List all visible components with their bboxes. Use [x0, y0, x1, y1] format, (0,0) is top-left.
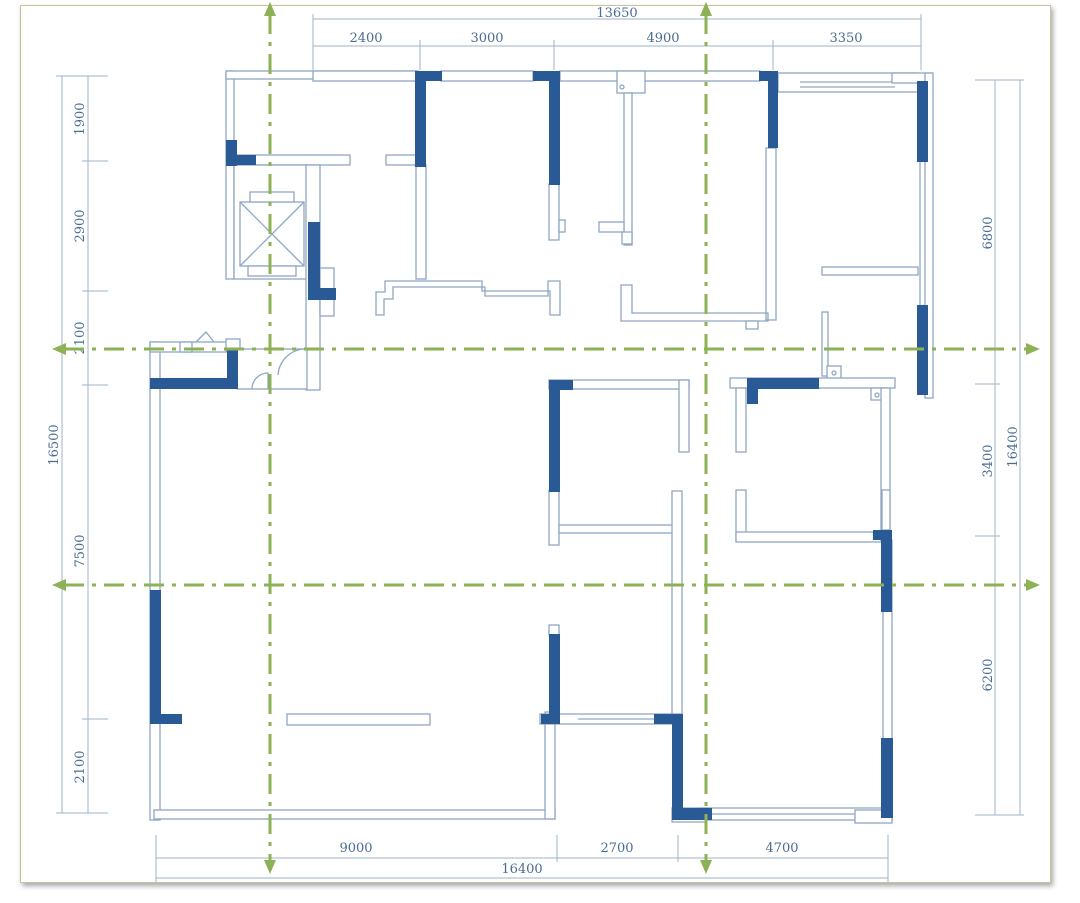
right-dimension-2: 3400: [981, 444, 996, 477]
bottom-dimension-3: 4700: [765, 841, 798, 856]
axis-arrow-left-bottom: [52, 579, 66, 591]
axis-arrow-up-right: [700, 2, 712, 16]
axis-arrow-down-left: [264, 860, 276, 874]
axis-arrow-left-top: [52, 343, 66, 355]
left-dimension-3: 2100: [73, 321, 88, 354]
top-dimension-3: 4900: [646, 31, 679, 46]
top-total-dimension: 13650: [596, 6, 637, 21]
top-dimension-4: 3350: [829, 31, 862, 46]
axis-lines: [52, 2, 1040, 874]
right-dimension-3: 6200: [981, 658, 996, 691]
dimension-lines: [56, 14, 1024, 882]
right-dimension-1: 6800: [981, 216, 996, 249]
partition-walls: [149, 70, 934, 824]
left-total-dimension: 16500: [47, 424, 62, 465]
axis-arrow-up-left: [264, 2, 276, 16]
left-dimension-5: 2100: [73, 750, 88, 783]
axis-arrow-down-right: [700, 860, 712, 874]
axis-arrow-right-top: [1026, 343, 1040, 355]
top-dimension-1: 2400: [349, 31, 382, 46]
right-total-dimension: 16400: [1006, 426, 1021, 467]
bottom-dimension-2: 2700: [600, 841, 633, 856]
bottom-total-dimension: 16400: [501, 862, 542, 877]
axis-arrow-right-bottom: [1026, 579, 1040, 591]
top-dimension-2: 3000: [470, 31, 503, 46]
bottom-dimension-1: 9000: [339, 841, 372, 856]
drawing-frame: [20, 5, 1051, 883]
left-dimension-1: 1900: [73, 102, 88, 135]
left-dimension-2: 2900: [73, 209, 88, 242]
left-dimension-4: 7500: [73, 534, 88, 567]
